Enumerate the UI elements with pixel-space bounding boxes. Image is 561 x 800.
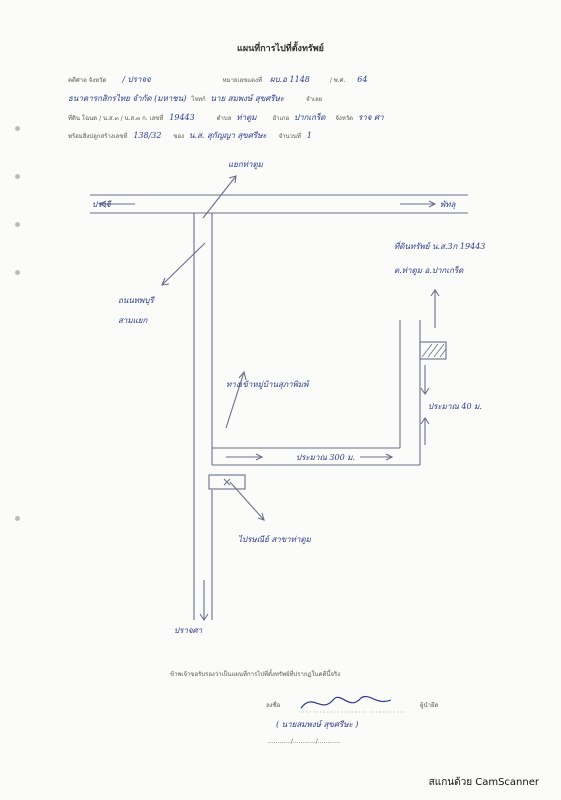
label-road-name-2: สามแยก [118,316,148,325]
label-intersection: แยกท่าตูม [228,160,263,169]
label-post-office: ไปรษณีย์ สาขาท่าตูม [238,535,311,544]
signature-mark [299,696,405,713]
label-distance-40: ประมาณ 40 ม. [428,402,482,411]
label-south: ปราจศา [174,626,203,635]
header-row-1: คดีศาล จังหวัด / ปราจจ หมายเลขแดงที่ ผบ.… [68,75,368,84]
label-property-1: ที่ดินทรัพย์ น.ส.3ก 19443 [394,242,486,251]
label-distance-300: ประมาณ 300 ม. [296,453,356,462]
label-east: พัทลุ [440,200,456,209]
label-west: ปราจี [92,200,111,209]
page-title: แผนที่การไปที่ตั้งทรัพย์ [237,44,324,54]
label-road-name-1: ถนนทพบุรี [118,296,154,305]
label-property-2: ต.ท่าตูม อ.ปากเกร็ด [394,266,464,275]
label-village: ทางเข้าหมู่บ้านสุภาพิมพ์ [226,380,309,389]
header-row-4: พร้อมสิ่งปลูกสร้างเลขที่ 138/32 ของ น.ส.… [68,131,313,140]
sign-date: ............/............/............ [268,738,341,745]
sign-label: ลงชื่อ [266,702,281,709]
header-row-3: ที่ดิน โฉนด / น.ส.๓ / น.ส.๓ ก. เลขที่ 19… [68,113,384,122]
signer-role: ผู้นำยึด [420,702,439,709]
certification-text: ข้าพเจ้าขอรับรองว่าเป็นแผนที่การไปที่ตั้… [170,671,341,678]
header-row-2: ธนาคารกสิกรไทย จำกัด (มหาชน) โจทก์ นาย ส… [68,94,323,103]
signer-name: ( นายสมพงษ์ สุขศรีษะ ) [276,720,359,729]
scanner-watermark: สแกนด้วย CamScanner [428,777,539,788]
